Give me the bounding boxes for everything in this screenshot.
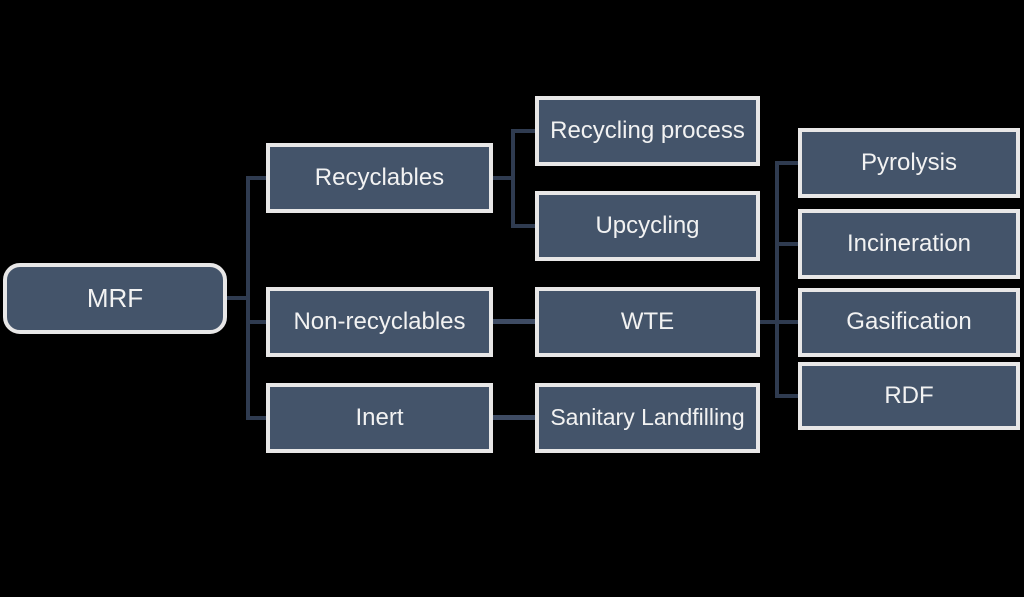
connector-mrf-spine [246, 176, 250, 420]
connector-mrf-stem [226, 296, 250, 300]
node-upcycling: Upcycling [535, 191, 760, 261]
connector-nonrecyclables-wte-line [493, 319, 535, 324]
node-gasification: Gasification [798, 288, 1020, 357]
node-recyclables: Recyclables [266, 143, 493, 213]
node-pyrolysis: Pyrolysis [798, 128, 1020, 198]
connector-recyclables-recyclingprocess-stub [515, 129, 535, 133]
connector-mrf-nonrecyclables-stub [250, 320, 266, 324]
node-sanitary-landfilling: Sanitary Landfilling [535, 383, 760, 453]
connector-recyclables-spine [511, 129, 515, 228]
node-recycling-process: Recycling process [535, 96, 760, 166]
connector-wte-spine [775, 161, 779, 398]
connector-recyclables-stem [493, 176, 515, 180]
connector-wte-gasification-stub [779, 320, 798, 324]
connector-wte-pyrolysis-stub [779, 161, 798, 165]
connector-wte-rdf-stub [779, 394, 798, 398]
connector-inert-sanitarylandfilling-line [493, 415, 535, 420]
connector-mrf-recyclables-stub [250, 176, 266, 180]
node-rdf: RDF [798, 362, 1020, 430]
connector-recyclables-upcycling-stub [515, 224, 535, 228]
node-non-recyclables: Non-recyclables [266, 287, 493, 357]
node-incineration: Incineration [798, 209, 1020, 279]
node-inert: Inert [266, 383, 493, 453]
connector-wte-incineration-stub [779, 242, 798, 246]
node-wte: WTE [535, 287, 760, 357]
connector-mrf-inert-stub [250, 416, 266, 420]
connector-wte-stem [760, 320, 779, 324]
node-mrf: MRF [3, 263, 227, 334]
